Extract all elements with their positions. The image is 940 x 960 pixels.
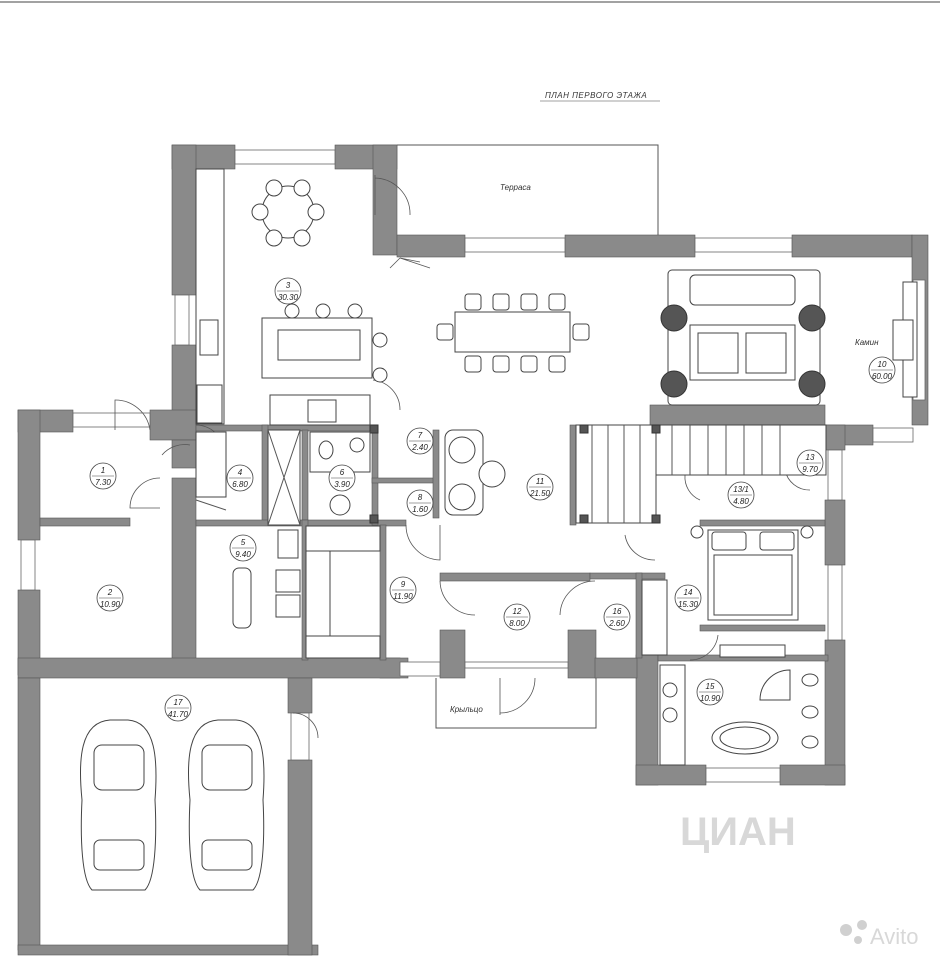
room-area: 21.50 xyxy=(529,489,551,498)
car-right xyxy=(188,719,265,891)
car-left xyxy=(80,719,157,891)
room-number: 9 xyxy=(401,580,406,589)
room-tag-16: 162.60 xyxy=(603,603,631,631)
room-tag-5: 59.40 xyxy=(229,534,257,562)
room-tag-13: 139.70 xyxy=(796,449,824,477)
room-tag-9: 911.90 xyxy=(389,576,417,604)
room-tag-11: 11 21.50 xyxy=(526,473,554,501)
terrace-outline: Терраса xyxy=(374,144,659,235)
room-number: 14 xyxy=(684,588,693,597)
room-area: 9.70 xyxy=(802,465,818,474)
room-number: 12 xyxy=(513,607,522,616)
room-area: 8.00 xyxy=(509,619,525,628)
room-number: 11 xyxy=(536,477,544,486)
room-tag-1: 17.30 xyxy=(89,462,117,490)
room-tag-6: 63.90 xyxy=(328,464,356,492)
avito-watermark: Avito xyxy=(840,920,919,949)
room-tag-2: 210.90 xyxy=(96,584,124,612)
room-tag-10: 10 60.00 xyxy=(868,356,896,384)
room-number: 8 xyxy=(418,493,423,502)
room-number: 2 xyxy=(107,588,113,597)
room-area: 15.30 xyxy=(678,600,699,609)
garage-cars xyxy=(80,719,265,891)
room-area: 9.40 xyxy=(235,550,251,559)
room-number: 17 xyxy=(174,698,183,707)
room-area: 2.60 xyxy=(608,619,625,628)
windows xyxy=(20,149,926,783)
room-number: 4 xyxy=(238,468,243,477)
porch-label: Крыльцо xyxy=(450,705,483,714)
room-area: 60.00 xyxy=(872,372,893,381)
room-tag-4: 46.80 xyxy=(226,464,254,492)
dining-chairs xyxy=(436,293,590,373)
room-area: 11.90 xyxy=(393,592,413,601)
room-area: 30.30 xyxy=(278,293,299,302)
room-number: 16 xyxy=(613,607,622,616)
room-number: 1 xyxy=(101,466,105,475)
room-tags: 17.30210.90330.3046.8059.4063.9072.4081.… xyxy=(89,277,896,722)
room-area: 1.60 xyxy=(412,505,428,514)
porch-outline: Крыльцо xyxy=(435,677,597,729)
room-area: 6.80 xyxy=(232,480,248,489)
terrace-label: Терраса xyxy=(500,183,531,192)
room-tag-15: 15 10.90 xyxy=(696,678,724,706)
room-area: 41.70 xyxy=(168,710,189,719)
room-tag-3: 330.30 xyxy=(274,277,302,305)
room-tag-13-1: 13/1 4.80 xyxy=(727,481,755,509)
room-area: 10.90 xyxy=(100,600,121,609)
room-number: 13/1 xyxy=(733,485,749,494)
room-area: 7.30 xyxy=(95,478,111,487)
room-number: 7 xyxy=(418,431,423,440)
room-area: 10.90 xyxy=(700,694,721,703)
room-number: 13 xyxy=(806,453,815,462)
room-number: 3 xyxy=(286,281,291,290)
room-tag-14: 14 15.30 xyxy=(674,584,702,612)
room-number: 6 xyxy=(340,468,345,477)
room-tag-12: 128.00 xyxy=(503,603,531,631)
room-area: 2.40 xyxy=(411,443,428,452)
room-number: 5 xyxy=(241,538,246,547)
room-tag-7: 72.40 xyxy=(406,427,434,455)
room-number: 10 xyxy=(878,360,887,369)
cian-watermark: ЦИАН xyxy=(680,810,796,854)
svg-text:Avito: Avito xyxy=(870,924,919,949)
room-area: 4.80 xyxy=(733,497,749,506)
walls xyxy=(17,144,929,956)
room-tag-8: 81.60 xyxy=(406,489,434,517)
plan-title: ПЛАН ПЕРВОГО ЭТАЖА xyxy=(545,91,647,100)
room-area: 3.90 xyxy=(334,480,350,489)
room-tag-17: 17 41.70 xyxy=(164,694,192,722)
furniture: Камин xyxy=(195,168,918,766)
room-number: 15 xyxy=(706,682,715,691)
fireplace-label: Камин xyxy=(855,338,879,347)
